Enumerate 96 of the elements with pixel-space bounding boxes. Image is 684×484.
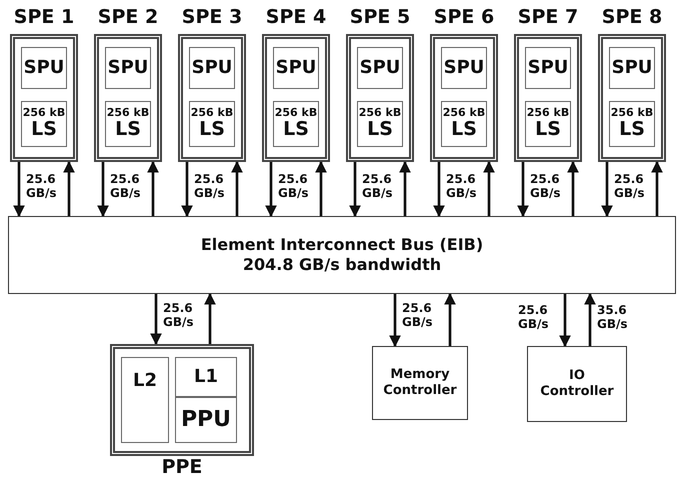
cache-box bbox=[175, 357, 237, 397]
unit-label: SPU bbox=[444, 56, 484, 80]
unit-label: SPU bbox=[528, 56, 568, 80]
unit-label: 256 kB bbox=[274, 106, 318, 120]
arrow bbox=[483, 160, 495, 216]
arrow bbox=[13, 162, 25, 218]
unit-label: LS bbox=[283, 119, 309, 142]
unit-label: LS bbox=[619, 119, 645, 142]
unit-heading: SPE 4 bbox=[264, 6, 328, 28]
unit-heading: SPE 6 bbox=[432, 6, 496, 28]
unit-label: 256 kB bbox=[358, 106, 402, 120]
edge-label: 25.6 GB/s bbox=[402, 302, 433, 330]
spu-box bbox=[525, 47, 571, 89]
local-store-box bbox=[189, 101, 235, 147]
arrow bbox=[63, 160, 75, 216]
local-store-box bbox=[105, 101, 151, 147]
local-store-box bbox=[273, 101, 319, 147]
arrow bbox=[349, 162, 361, 218]
arrow bbox=[517, 162, 529, 218]
bus-label: Element Interconnect Bus (EIB) bbox=[200, 235, 484, 255]
arrow bbox=[147, 160, 159, 216]
unit-label: 256 kB bbox=[22, 106, 66, 120]
unit-heading: SPE 7 bbox=[516, 6, 580, 28]
unit-label: LS bbox=[31, 119, 57, 142]
bus-bar bbox=[8, 216, 676, 294]
unit-label: 256 kB bbox=[610, 106, 654, 120]
spu-box bbox=[357, 47, 403, 89]
unit-label: L2 bbox=[133, 370, 157, 392]
unit-label: PPU bbox=[180, 406, 232, 434]
controller-box bbox=[527, 346, 627, 422]
edge-label: 25.6 GB/s bbox=[110, 173, 141, 201]
spu-box bbox=[21, 47, 67, 89]
local-store-box bbox=[357, 101, 403, 147]
unit-label: 256 kB bbox=[442, 106, 486, 120]
unit-label: SPU bbox=[612, 56, 652, 80]
local-store-box bbox=[441, 101, 487, 147]
edge-label: 25.6 GB/s bbox=[446, 173, 477, 201]
unit-label: LS bbox=[199, 119, 225, 142]
unit-label: SPU bbox=[24, 56, 64, 80]
edge-label: 25.6 GB/s bbox=[518, 304, 549, 332]
arrow bbox=[315, 160, 327, 216]
unit-label: LS bbox=[451, 119, 477, 142]
arrow bbox=[204, 292, 216, 344]
unit-label: 256 kB bbox=[526, 106, 570, 120]
arrow bbox=[231, 160, 243, 216]
arrow bbox=[559, 294, 571, 348]
arrow bbox=[444, 292, 456, 346]
arrow bbox=[567, 160, 579, 216]
local-store-box bbox=[525, 101, 571, 147]
arrow bbox=[601, 162, 613, 218]
unit-label: 256 kB bbox=[106, 106, 150, 120]
edge-label: 35.6 GB/s bbox=[597, 304, 628, 332]
ppu-box bbox=[175, 397, 237, 443]
unit-label: SPU bbox=[192, 56, 232, 80]
controller-box bbox=[372, 346, 468, 420]
unit-label: SPU bbox=[108, 56, 148, 80]
arrow bbox=[651, 160, 663, 216]
edge-label: 25.6 GB/s bbox=[362, 173, 393, 201]
unit-label: SPU bbox=[276, 56, 316, 80]
edge-label: 25.6 GB/s bbox=[163, 302, 194, 330]
unit-heading: SPE 3 bbox=[180, 6, 244, 28]
unit-heading: SPE 2 bbox=[96, 6, 160, 28]
arrow bbox=[97, 162, 109, 218]
spu-box bbox=[609, 47, 655, 89]
arrow bbox=[433, 162, 445, 218]
unit-heading: SPE 5 bbox=[348, 6, 412, 28]
local-store-box bbox=[21, 101, 67, 147]
unit-label: L1 bbox=[194, 366, 218, 388]
edge-label: 25.6 GB/s bbox=[26, 173, 57, 201]
unit-heading: SPE 1 bbox=[12, 6, 76, 28]
edge-label: 25.6 GB/s bbox=[278, 173, 309, 201]
arrow bbox=[150, 294, 162, 346]
unit-heading: SPE 8 bbox=[600, 6, 664, 28]
unit-label: LS bbox=[535, 119, 561, 142]
local-store-box bbox=[609, 101, 655, 147]
unit-heading: PPE bbox=[160, 456, 204, 478]
arrow bbox=[265, 162, 277, 218]
cache-box bbox=[121, 357, 169, 443]
spu-box bbox=[273, 47, 319, 89]
arrow bbox=[389, 294, 401, 348]
spu-box bbox=[441, 47, 487, 89]
arrow bbox=[584, 292, 596, 346]
arrow bbox=[181, 162, 193, 218]
unit-label: IO Controller bbox=[540, 368, 614, 400]
edge-label: 25.6 GB/s bbox=[614, 173, 645, 201]
unit-label: Memory Controller bbox=[383, 366, 457, 400]
bus-label: 204.8 GB/s bandwidth bbox=[242, 255, 442, 275]
spu-box bbox=[105, 47, 151, 89]
edge-label: 25.6 GB/s bbox=[194, 173, 225, 201]
unit-label: SPU bbox=[360, 56, 400, 80]
edge-label: 25.6 GB/s bbox=[530, 173, 561, 201]
unit-label: LS bbox=[115, 119, 141, 142]
unit-label: 256 kB bbox=[190, 106, 234, 120]
arrow bbox=[399, 160, 411, 216]
spu-box bbox=[189, 47, 235, 89]
unit-label: LS bbox=[367, 119, 393, 142]
